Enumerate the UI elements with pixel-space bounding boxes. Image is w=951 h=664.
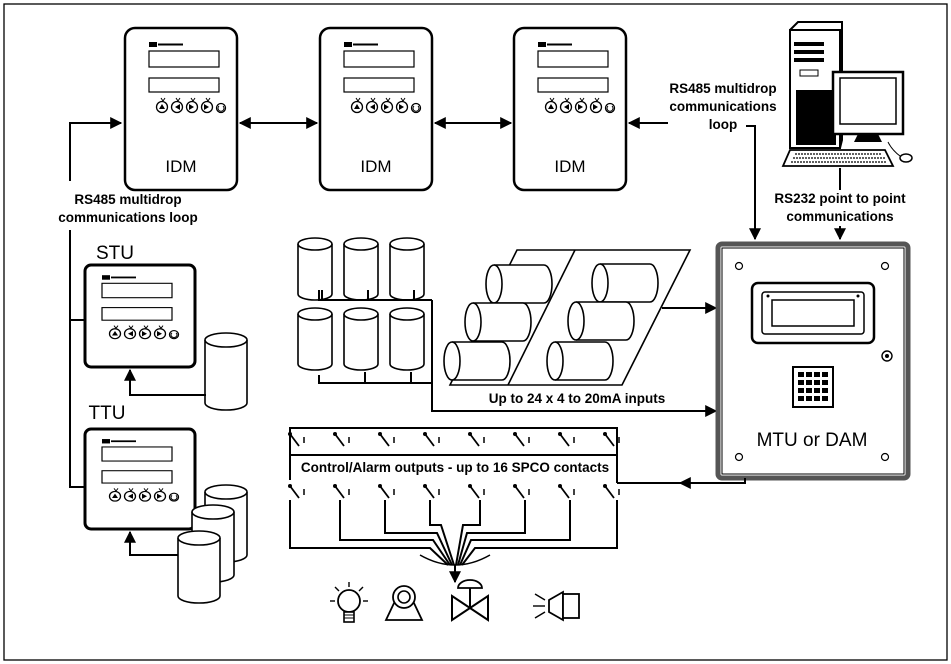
keypad-icon [792, 366, 834, 408]
relay-contact-bottom-8 [603, 484, 620, 499]
rs232-line1: RS232 point to point [774, 191, 906, 206]
rs232-label: RS232 point to point communications [774, 191, 906, 224]
relay-contact-top-8 [603, 432, 620, 447]
rs485-top-line3: loop [709, 117, 738, 132]
siren-icon [533, 590, 580, 622]
idm-label-3: IDM [554, 157, 585, 176]
vertical-tanks [297, 237, 718, 417]
horizontal-tanks [443, 249, 718, 386]
stu-sensor-tank [204, 332, 248, 411]
relay-rail-top [289, 427, 618, 455]
rs485-top-line2: communications [669, 99, 776, 114]
computer-icon [781, 21, 913, 167]
relay-contact-bottom-2 [333, 484, 350, 499]
ttu-sensor-tanks [177, 484, 248, 604]
ttu-sensor-line [124, 530, 178, 556]
relay-contact-top-7 [558, 432, 575, 447]
relay-contact-bottom-1 [288, 484, 305, 499]
outputs-label: Control/Alarm outputs - up to 16 SPCO co… [301, 460, 609, 475]
ttu-unit [83, 427, 197, 531]
rs485-left-label: RS485 multidrop communications loop [58, 192, 198, 225]
relay-contact-top-6 [513, 432, 530, 447]
inputs-label: Up to 24 x 4 to 20mA inputs [489, 391, 666, 406]
mtu-to-outputs-line [678, 477, 746, 489]
relay-contact-bottom-6 [513, 484, 530, 499]
rs485-left-line1: RS485 multidrop [74, 192, 181, 207]
rs485-left-line2: communications loop [58, 210, 198, 225]
relay-rail-mid [289, 454, 617, 480]
stu-unit [83, 263, 197, 369]
stu-label: STU [96, 243, 134, 264]
rs485-top-line1: RS485 multidrop [669, 81, 776, 96]
idm-unit-3: IDM [512, 26, 628, 192]
ttu-label: TTU [89, 403, 126, 424]
relay-contact-bottom-7 [558, 484, 575, 499]
relay-contact-bottom-4 [423, 484, 440, 499]
idm-unit-1: IDM [123, 26, 239, 192]
rs485-left-bus-bottom [69, 230, 85, 488]
relay-contact-bottom-3 [378, 484, 395, 499]
relay-contact-bottom-5 [468, 484, 485, 499]
mtu-label: MTU or DAM [757, 430, 868, 451]
relay-contact-top-3 [378, 432, 395, 447]
rs485-to-mtu-line [746, 125, 761, 241]
lamp-icon [330, 582, 368, 623]
relay-contact-top-2 [333, 432, 350, 447]
rs232-line2: communications [786, 209, 893, 224]
pump-icon [384, 585, 424, 621]
rs485-left-bus-top [69, 117, 123, 181]
relay-contact-top-5 [468, 432, 485, 447]
relay-contacts-bottom [288, 484, 620, 499]
stu-sensor-line [124, 368, 206, 396]
output-wiring [289, 500, 618, 584]
rs485-top-label: RS485 multidrop communications loop [669, 81, 776, 132]
valve-icon [451, 579, 489, 622]
relay-contact-top-4 [423, 432, 440, 447]
idm-unit-2: IDM [318, 26, 434, 192]
idm-label-1: IDM [165, 157, 196, 176]
idm-label-2: IDM [360, 157, 391, 176]
mtu-unit: MTU or DAM [715, 241, 911, 481]
